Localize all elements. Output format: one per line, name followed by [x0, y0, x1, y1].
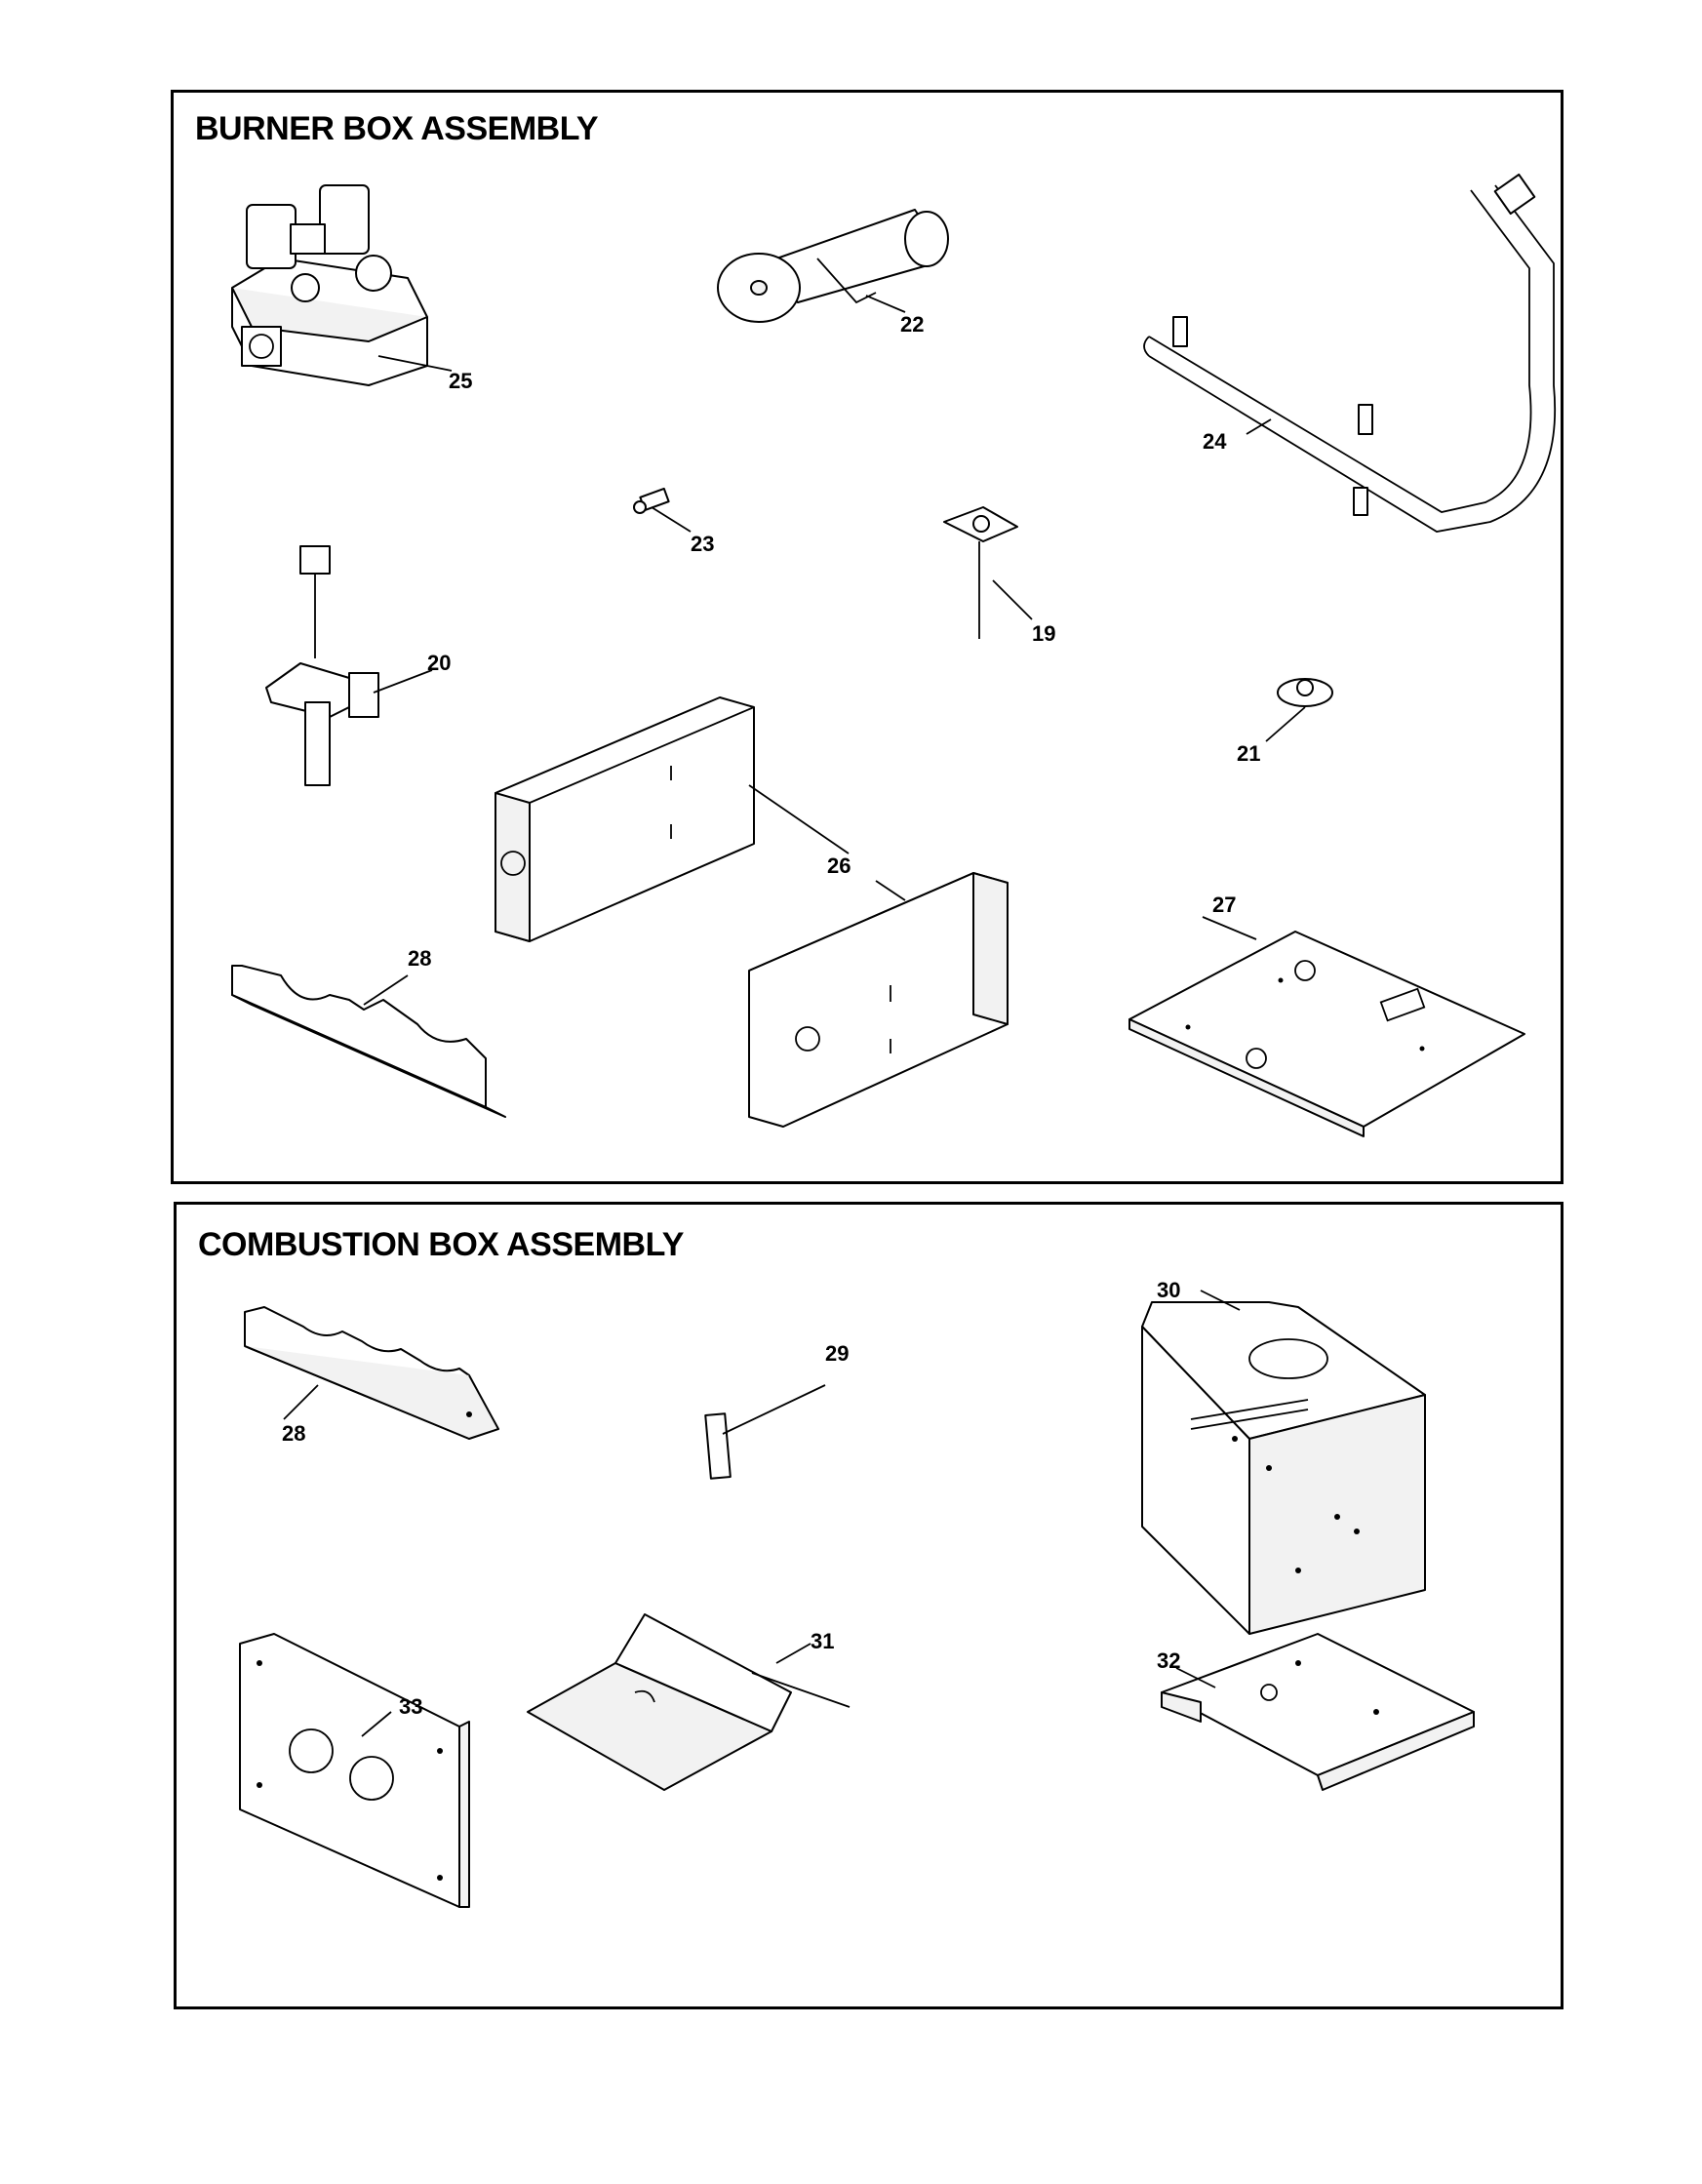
leader-21: [1265, 706, 1306, 742]
burner-box-panel: BURNER BOX ASSEMBLY: [171, 90, 1563, 1184]
bottom-tray-part: [1161, 1633, 1475, 1791]
front-plate-part: [239, 1633, 470, 1908]
callout-19: 19: [1032, 621, 1056, 646]
side-panel-lower-part: [748, 872, 1009, 1128]
baffle-part: [527, 1613, 792, 1791]
leader-25: [377, 355, 453, 372]
leader-26a: [748, 784, 850, 854]
combustion-box-title: COMBUSTION BOX ASSEMBLY: [198, 1226, 684, 1263]
leader-22: [865, 295, 906, 313]
orifice-part: [633, 487, 670, 514]
leader-24: [1246, 418, 1272, 435]
burner-bracket-part: [231, 965, 506, 1118]
callout-24: 24: [1203, 429, 1227, 454]
leader-20: [373, 669, 433, 694]
callout-28-combustion: 28: [282, 1421, 306, 1446]
manifold-pipe-part: [1143, 173, 1557, 533]
callout-23: 23: [691, 532, 715, 556]
callout-20: 20: [427, 651, 452, 675]
burner-bottom-plate-part: [1128, 931, 1525, 1137]
callout-29: 29: [825, 1341, 850, 1366]
combustion-box-part: [1141, 1301, 1426, 1635]
leader-27: [1202, 916, 1257, 940]
callout-30: 30: [1157, 1278, 1181, 1302]
leader-23: [651, 506, 692, 533]
leader-31: [775, 1643, 811, 1664]
callout-26: 26: [827, 854, 851, 878]
leader-33: [361, 1711, 392, 1737]
leader-31-base: [751, 1672, 851, 1708]
callout-27: 27: [1212, 893, 1237, 917]
callout-32: 32: [1157, 1648, 1181, 1673]
callout-22: 22: [900, 312, 925, 337]
callout-31: 31: [811, 1629, 835, 1653]
callout-28-burner: 28: [408, 946, 432, 971]
igniter-part: [265, 545, 379, 786]
leader-32: [1175, 1667, 1216, 1688]
leader-29: [722, 1384, 826, 1435]
leader-28-burner: [363, 974, 409, 1006]
burner-part: [717, 209, 949, 323]
callout-25: 25: [449, 369, 473, 393]
combustion-bracket-part: [244, 1306, 499, 1440]
combustion-box-drawing: [239, 1290, 1475, 1908]
flame-sensor-part: [943, 506, 1018, 639]
callout-21: 21: [1237, 741, 1261, 766]
leader-30: [1200, 1290, 1241, 1311]
gas-valve-part: [231, 184, 428, 386]
small-plate-part: [704, 1412, 732, 1480]
side-panel-upper-part: [495, 696, 755, 942]
burner-box-drawing: [231, 173, 1557, 1137]
leader-28-combustion: [283, 1384, 319, 1420]
callout-33: 33: [399, 1694, 423, 1719]
leader-19: [992, 579, 1033, 620]
limit-switch-part: [1277, 678, 1333, 707]
combustion-box-panel: COMBUSTION BOX ASSEMBLY: [174, 1202, 1563, 2009]
burner-box-title: BURNER BOX ASSEMBLY: [195, 110, 599, 147]
leader-26b: [875, 880, 906, 901]
